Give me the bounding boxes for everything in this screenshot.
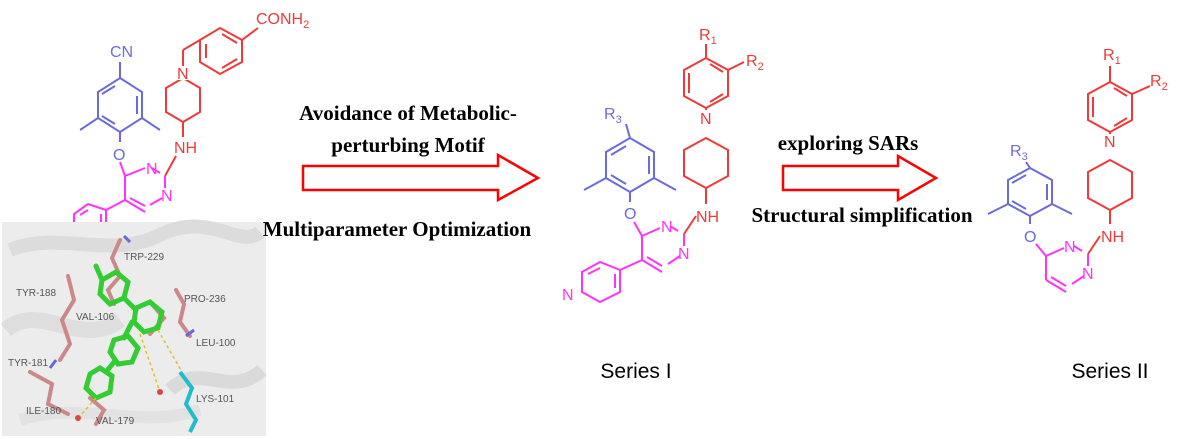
- residue-val179: VAL-179: [96, 416, 135, 427]
- carboxamide-label: CONH2: [256, 11, 309, 31]
- series1-r3-label: R3: [604, 106, 622, 126]
- series2-n1-label: N: [1064, 239, 1076, 256]
- series1-caption: Series I: [600, 360, 671, 383]
- lead-aryl-ring: [79, 62, 161, 142]
- residue-tyr181: TYR-181: [8, 358, 48, 369]
- ligand-sticks: [83, 263, 165, 401]
- series2-r2-label: R2: [1150, 73, 1168, 93]
- series1-pyrimidine: [619, 221, 685, 273]
- step1-label-line1: Avoidance of Metabolic-: [299, 101, 517, 125]
- docking-pose-image: TRP-229 TYR-188 PRO-236 VAL-106 LEU-100 …: [0, 219, 267, 436]
- series1-piperidine-aryl: [683, 44, 745, 235]
- series1-n1-label: N: [661, 219, 673, 236]
- series2-r1-label: R1: [1103, 47, 1121, 67]
- residue-leu: LEU-100: [196, 338, 236, 349]
- series1-structure: R3 O N N N NH: [562, 27, 764, 304]
- oxygen-label: O: [113, 147, 125, 164]
- pyrimidine-n1-label: N: [146, 161, 158, 178]
- series1-pyridine-n-label: N: [562, 287, 574, 304]
- residue-pro: PRO-236: [184, 294, 226, 305]
- pyrimidine-n2-label: N: [161, 188, 173, 205]
- hbond-dashes: [79, 329, 183, 417]
- step1-label-below: Multiparameter Optimization: [263, 217, 532, 241]
- series1-aryl-ring: [583, 123, 677, 202]
- series2-piperidine-aryl: [1087, 66, 1151, 255]
- series1-r2-label: R2: [746, 53, 764, 73]
- series2-caption: Series II: [1071, 360, 1148, 383]
- residue-trp: TRP-229: [124, 252, 164, 263]
- water-dot: [75, 415, 81, 421]
- series1-pyridine: [581, 260, 621, 304]
- step2-label-above: exploring SARs: [778, 131, 919, 155]
- residue-tyr188: TYR-188: [16, 288, 56, 299]
- step2-label-below: Structural simplification: [751, 203, 972, 227]
- water-dot: [157, 389, 163, 395]
- series2-structure: R3 O N N NH N R1 R2: [987, 47, 1168, 293]
- series2-piperidine-n-label: N: [1104, 134, 1116, 151]
- residue-nitrogens: [48, 234, 195, 369]
- series2-aryl-ring: [987, 161, 1073, 224]
- series1-nh-label: NH: [696, 209, 719, 226]
- transformation-arrow-2: [781, 153, 939, 203]
- lead-compound-structure: CN O N N N NH: [66, 11, 309, 248]
- series1-r1-label: R1: [699, 27, 717, 47]
- cyano-label: CN: [110, 44, 133, 61]
- lead-piperidine-benzyl: [164, 26, 259, 177]
- series2-r3-label: R3: [1010, 143, 1028, 163]
- series2-oxygen-label: O: [1024, 229, 1036, 246]
- residue-lys: LYS-101: [196, 394, 235, 405]
- series2-pyrimidine: [1035, 243, 1089, 293]
- residue-val106: VAL-106: [76, 312, 115, 323]
- lead-pyrimidine: [105, 161, 166, 213]
- transformation-arrow-1: [301, 152, 541, 203]
- series2-n2-label: N: [1082, 266, 1094, 283]
- series1-oxygen-label: O: [624, 206, 636, 223]
- residue-ile: ILE-180: [26, 406, 61, 417]
- lead-piperidine-n-label: N: [177, 66, 189, 83]
- lead-nh-label: NH: [174, 140, 197, 157]
- lys-chain: [178, 370, 199, 433]
- series2-nh-label: NH: [1101, 229, 1124, 246]
- step1-label-line2: perturbing Motif: [331, 133, 485, 157]
- series1-piperidine-n-label: N: [700, 111, 712, 128]
- series1-n2-label: N: [678, 246, 690, 263]
